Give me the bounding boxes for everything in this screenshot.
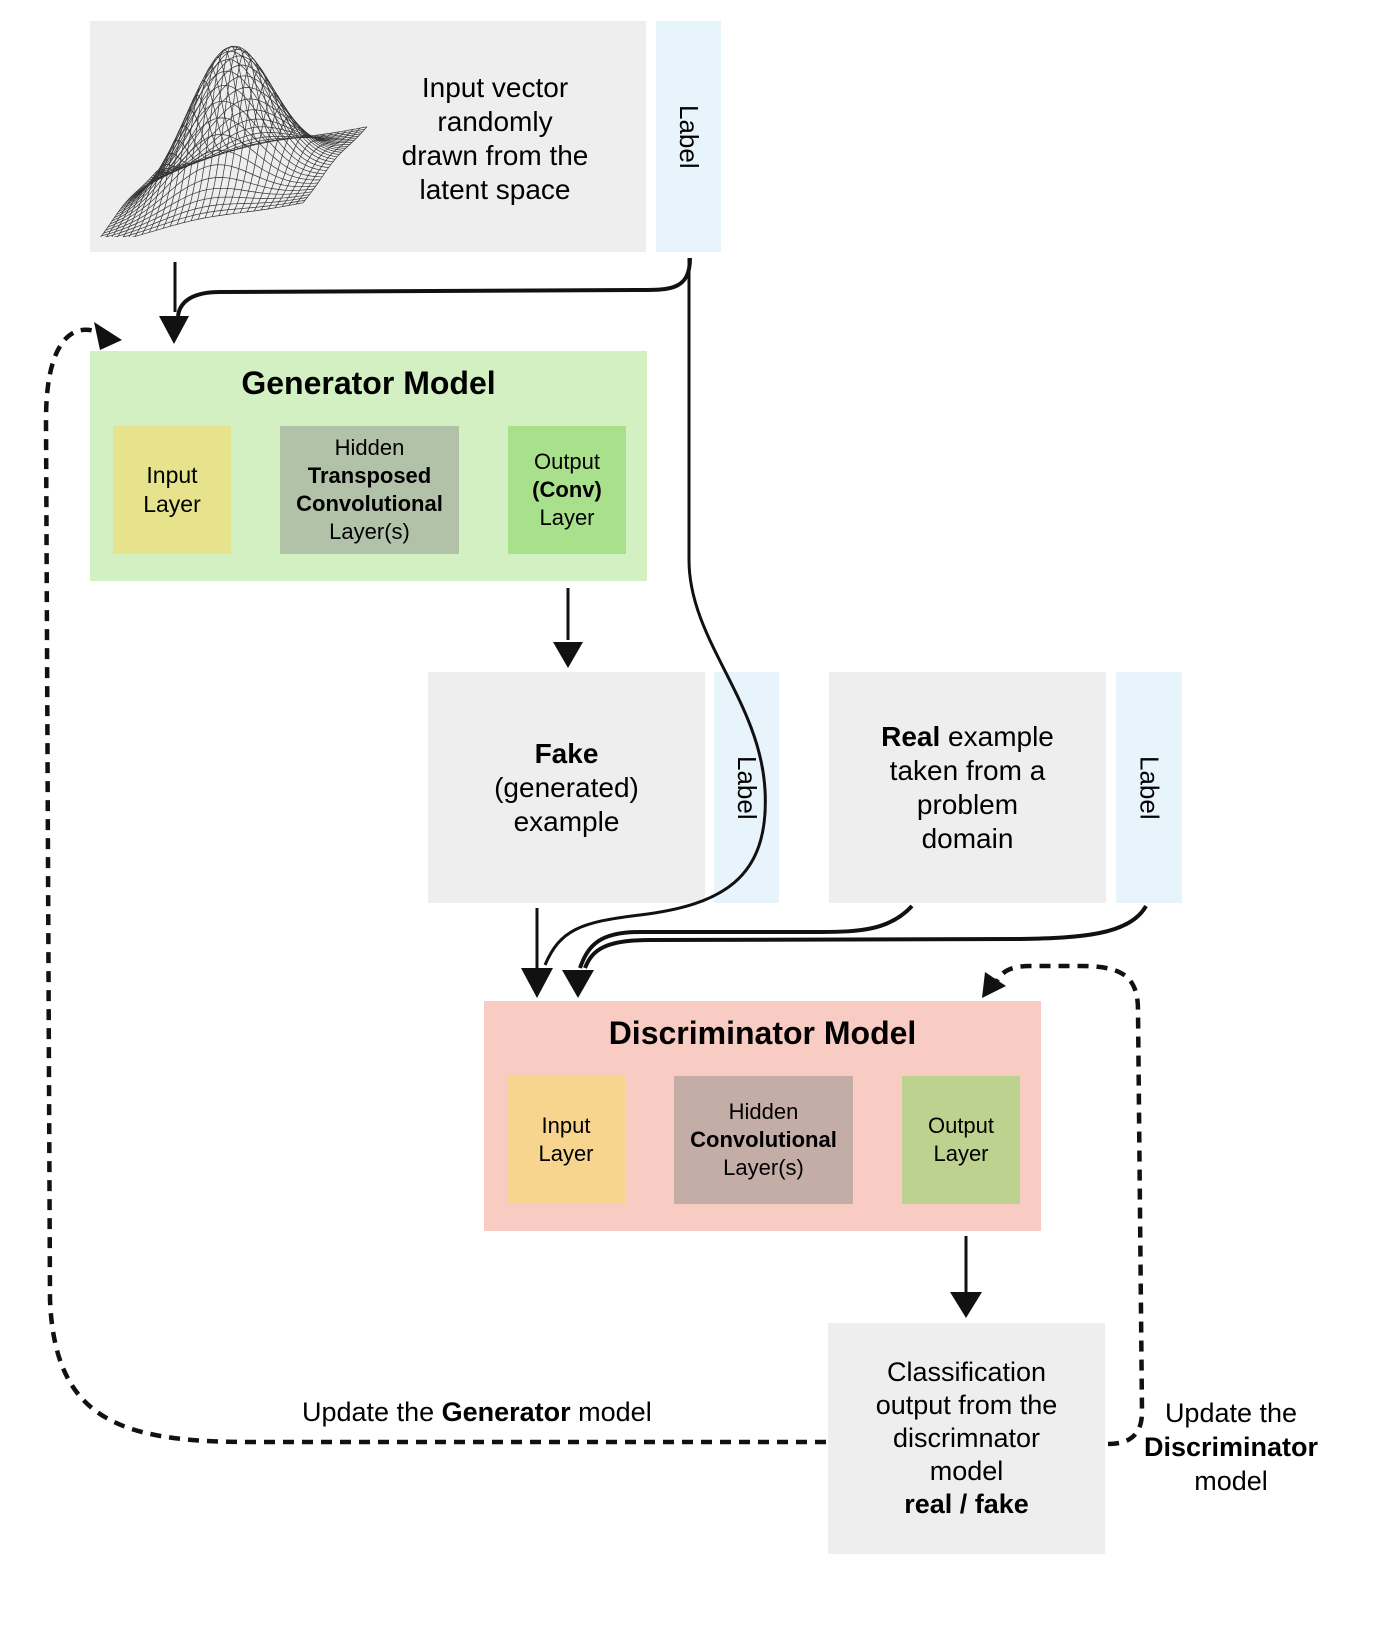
mesh-line <box>302 126 368 204</box>
mesh-line <box>100 170 158 237</box>
mesh-line <box>253 116 319 212</box>
generator-model: Generator Model Input Layer Hidden Trans… <box>90 351 647 581</box>
generator-input-layer: Input Layer <box>113 426 231 554</box>
arrowhead-icon <box>553 642 583 668</box>
mesh-line <box>281 130 347 207</box>
update-generator-caption: Update the Generator model <box>302 1397 652 1427</box>
label-text: Label <box>674 104 704 169</box>
label-text: Label <box>732 755 762 820</box>
real-example-box: Real example taken from a problem domain <box>829 672 1106 903</box>
fake-example-box: Fake (generated) example <box>428 672 705 903</box>
discriminator-output-layer: Output Layer <box>902 1076 1020 1204</box>
arrowhead-icon <box>521 968 553 998</box>
latent-space-box: Input vector randomly drawn from the lat… <box>90 21 646 252</box>
generator-output-layer: Output (Conv) Layer <box>508 426 626 554</box>
arrowhead-icon <box>94 322 122 350</box>
label-text: Label <box>1134 755 1165 820</box>
discriminator-input-layer: Input Layer <box>507 1076 625 1204</box>
latent-space-text: Input vector randomly drawn from the lat… <box>401 72 589 205</box>
real-label-box: Label <box>1116 672 1182 903</box>
arrowhead-icon <box>982 972 1006 998</box>
latent-label-box: Label <box>656 21 721 252</box>
mesh-line <box>295 127 361 205</box>
mesh-line <box>104 194 310 237</box>
arrowhead-icon <box>562 970 594 998</box>
mesh-line <box>131 202 304 237</box>
mesh-line <box>197 45 263 220</box>
arrow-real-to-discriminator <box>578 904 914 969</box>
generator-title: Generator Model <box>241 365 496 401</box>
gaussian-surface-icon <box>100 45 368 237</box>
arrowhead-icon <box>950 1292 982 1318</box>
mesh-line <box>103 177 314 234</box>
discriminator-title: Discriminator Model <box>608 1015 917 1051</box>
update-discriminator-caption: Update the Discriminator model <box>1143 1398 1319 1496</box>
arrow-real-label-to-discriminator <box>583 904 1148 969</box>
mesh-line <box>274 131 340 209</box>
fake-label-box: Label <box>714 672 779 903</box>
mesh-line <box>101 187 312 237</box>
mesh-line <box>288 129 354 206</box>
classification-output-box: Classification output from the discrimna… <box>828 1323 1105 1554</box>
mesh-line <box>113 197 308 237</box>
generator-hidden-layer: Hidden Transposed Convolutional Layer(s) <box>280 426 459 554</box>
arrowhead-icon <box>159 316 189 344</box>
discriminator-model: Discriminator Model Input Layer Hidden C… <box>484 1001 1041 1231</box>
arrow-label-to-generator <box>176 257 692 317</box>
mesh-line <box>122 199 306 237</box>
discriminator-hidden-layer: Hidden Convolutional Layer(s) <box>674 1076 853 1204</box>
